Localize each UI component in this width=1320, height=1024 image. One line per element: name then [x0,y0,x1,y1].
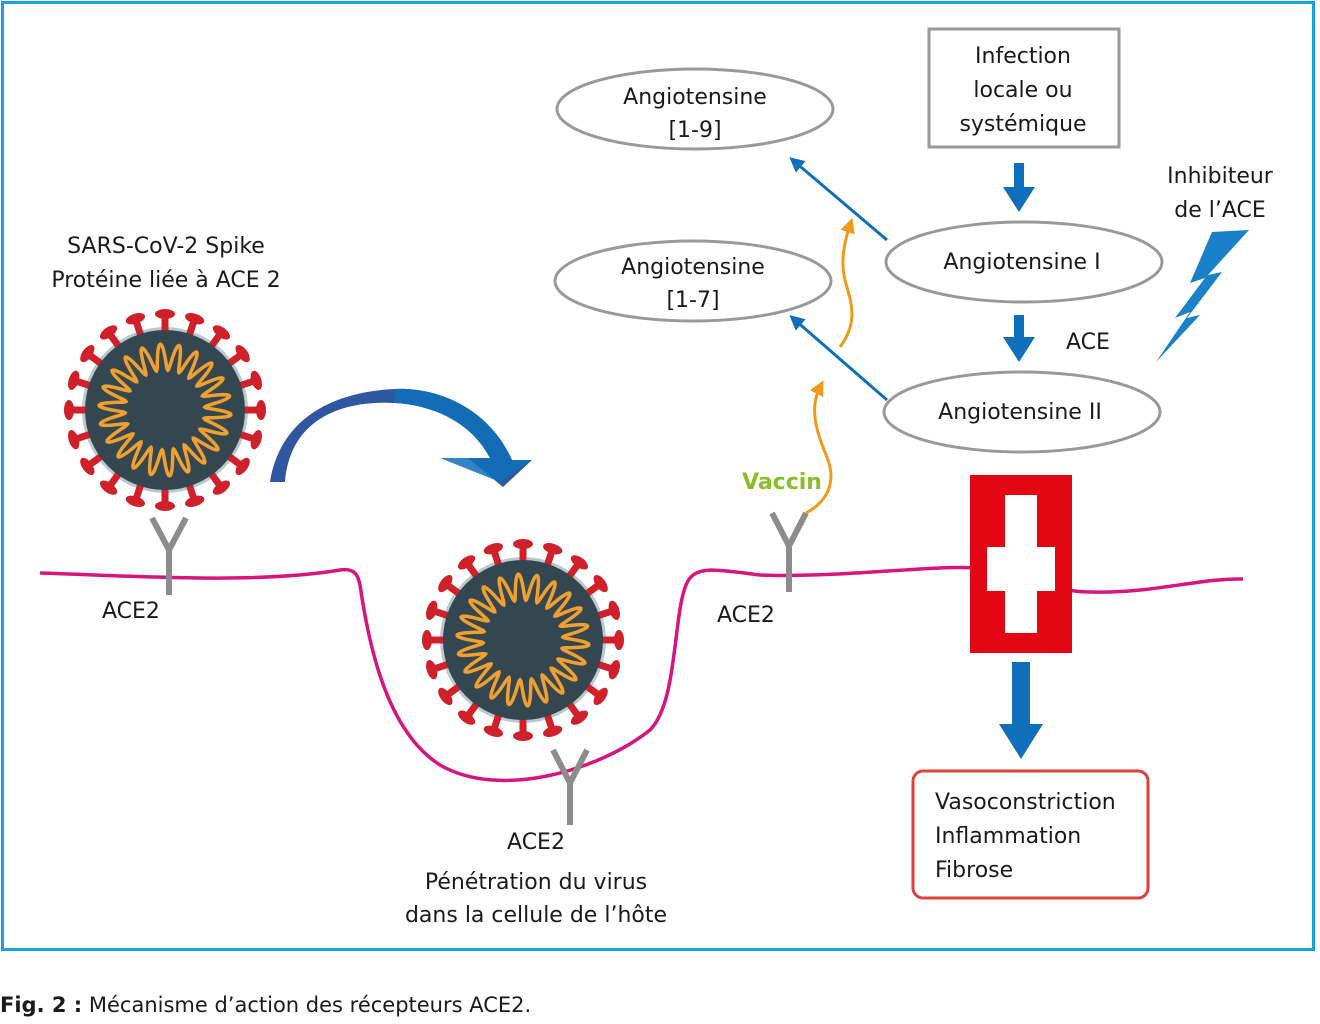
vaccin-arrow-upper [838,217,855,348]
effect-vasoconstriction: Vasoconstriction [935,790,1116,815]
spike-protein [543,713,563,737]
spike-protein [426,600,450,620]
penetration-label-line1: Pénétration du virus [425,870,647,895]
spike-protein [155,488,175,511]
spike-protein [125,483,145,507]
virus-particle-bound [64,309,266,511]
inhibitor-lightning-icon [1156,230,1249,362]
vaccin-arrow-lower [805,380,833,515]
inhibitor-label-line1: Inhibiteur [1167,164,1274,189]
node-angiotensine-II [882,370,1162,454]
ang-II-label: Angiotensine II [938,400,1102,425]
effects-box [911,769,1150,900]
spike-protein [584,574,608,597]
blocked-receptor-icon [970,475,1072,653]
spike-protein [457,555,480,579]
spike-protein [513,718,533,741]
spike-protein [438,574,462,597]
viral-rna [97,342,233,478]
ace2-receptor-right [769,511,809,592]
arrow-infection-to-ang-I [1003,163,1035,212]
ang-1-7-label-line2: [1-7] [666,288,719,313]
spike-protein [185,483,205,507]
spike-protein [99,471,122,495]
curved-transition-arrow [270,388,532,487]
infection-label-line2: locale ou [973,78,1072,103]
caption-text: Mécanisme d’action des récepteurs ACE2. [82,993,532,1017]
arrow-block-to-effects [999,662,1043,759]
spike-protein [601,630,624,650]
spike-title-line1: SARS-CoV-2 Spike [67,234,265,259]
ang-I-label: Angiotensine I [943,250,1100,275]
spike-protein [596,660,620,680]
ace2-receptor-left [149,516,189,595]
spike-protein [80,344,104,367]
viral-rna [455,572,591,708]
ace2-label-left: ACE2 [102,599,160,624]
spike-protein [566,701,589,725]
spike-protein [80,453,104,476]
spike-protein [226,344,250,367]
node-infection [927,27,1121,149]
infection-label-line3: systémique [959,112,1086,137]
spike-protein [426,660,450,680]
spike-protein [155,309,175,332]
spike-protein [185,313,205,337]
arrow-ang-II-to-1-7 [789,315,888,402]
ang-1-9-label-line2: [1-9] [668,118,721,143]
ace2-label-middle: ACE2 [507,830,565,855]
virus-body [443,560,603,720]
virus-particle-entering [422,539,624,741]
penetration-label-line2: dans la cellule de l’hôte [405,903,667,928]
ace-enzyme-label: ACE [1066,330,1110,355]
spike-protein [238,370,262,390]
node-angiotensine-1-9 [555,67,835,151]
ace2-receptor-middle [550,748,590,825]
figure-frame [1,1,1315,951]
arrow-ang-I-to-ang-II [1003,315,1035,362]
virus-body [85,330,245,490]
caption-prefix: Fig. 2 : [0,993,83,1017]
ace2-label-right: ACE2 [717,603,775,628]
node-angiotensine-1-7 [553,239,833,323]
spike-protein [566,555,589,579]
spike-protein [483,713,503,737]
spike-protein [513,539,533,562]
spike-protein [208,471,231,495]
vaccin-label: Vaccin [742,470,822,495]
spike-protein [243,400,266,420]
arrow-ang-I-to-1-9 [789,157,888,242]
spike-protein [438,683,462,706]
spike-protein [238,430,262,450]
spike-protein [457,701,480,725]
inhibitor-label-line2: de l’ACE [1174,198,1266,223]
spike-protein [208,325,231,349]
spike-protein [226,453,250,476]
spike-protein [584,683,608,706]
ang-1-9-label-line1: Angiotensine [623,85,767,110]
spike-protein [543,543,563,567]
spike-protein [68,430,92,450]
spike-protein [422,630,445,650]
spike-protein [99,325,122,349]
spike-title-line2: Protéine liée à ACE 2 [51,268,280,293]
spike-protein [64,400,87,420]
figure-caption: Fig. 2 : Mécanisme d’action des récepteu… [0,993,531,1017]
ang-1-7-label-line1: Angiotensine [621,255,765,280]
effect-fibrose: Fibrose [935,858,1013,883]
infection-label-line1: Infection [975,44,1071,69]
spike-protein [68,370,92,390]
spike-protein [596,600,620,620]
effect-inflammation: Inflammation [935,824,1081,849]
spike-protein [125,313,145,337]
node-angiotensine-I [884,220,1164,304]
spike-protein [483,543,503,567]
